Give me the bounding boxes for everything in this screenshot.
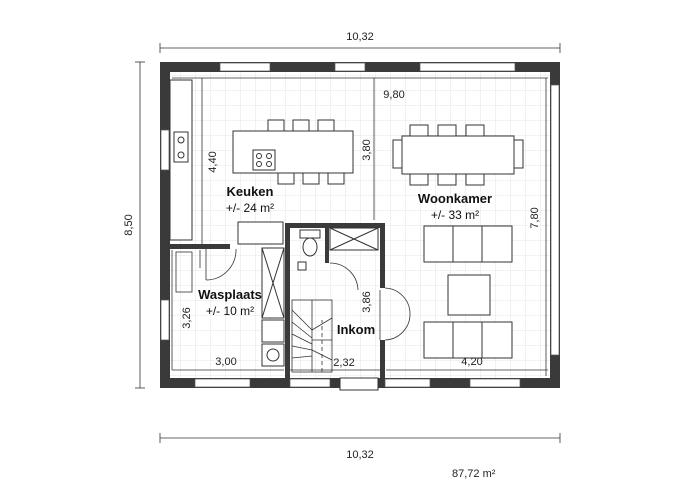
room-woonkamer-name: Woonkamer: [418, 191, 492, 206]
kitchen-island: [232, 119, 354, 185]
storage-units: [237, 221, 285, 367]
room-inkom-name: Inkom: [337, 322, 375, 337]
room-wasplaats-area: +/- 10 m²: [206, 304, 254, 318]
entrance-door: [339, 377, 379, 391]
dim-woonkamer-width: 4,20: [461, 356, 482, 368]
room-keuken-area: +/- 24 m²: [226, 201, 274, 215]
interior-walls: [170, 223, 385, 378]
toilet-room: [297, 227, 379, 271]
dining-table: [392, 124, 524, 186]
dim-wasplaats-width: 3,00: [215, 356, 236, 368]
kitchen-counter: [169, 79, 193, 241]
dim-top-width: 10,32: [346, 31, 374, 43]
room-wasplaats-name: Wasplaats: [198, 287, 262, 302]
room-woonkamer-area: +/- 33 m²: [431, 208, 479, 222]
windows: [160, 62, 560, 388]
dim-wasplaats-height: 3,26: [181, 307, 193, 328]
living-furniture: [423, 225, 513, 359]
staircase: [291, 299, 333, 373]
total-area: 87,72 m²: [452, 468, 496, 480]
dim-stair-width: 2,32: [333, 357, 354, 369]
dim-inner-top-width: 9,80: [383, 89, 404, 101]
dimension-lines: [135, 43, 561, 443]
dim-keuken-height: 4,40: [207, 151, 219, 172]
dim-woonkamer-height: 7,80: [529, 207, 541, 228]
dim-bottom-width: 10,32: [346, 449, 374, 461]
door-swings: [175, 248, 411, 341]
dim-middle-height: 3,80: [361, 139, 373, 160]
dim-left-height: 8,50: [123, 214, 135, 235]
room-keuken-name: Keuken: [227, 184, 274, 199]
dim-inkom-height: 3,86: [361, 291, 373, 312]
